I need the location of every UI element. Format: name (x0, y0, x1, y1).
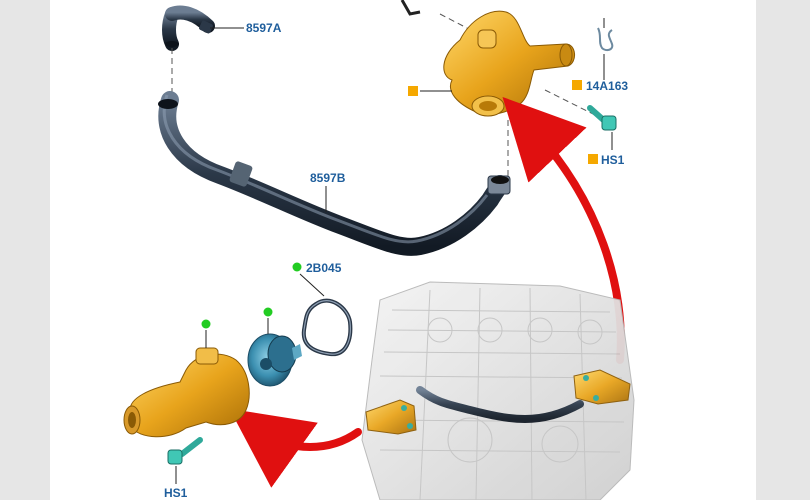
engine-block (361, 281, 635, 500)
outlet-housing-upper (400, 0, 575, 117)
new-part-marker (263, 307, 273, 317)
new-part-marker (292, 262, 302, 272)
new-part-marker (201, 319, 211, 329)
callout-hs1-top: HS1 (601, 153, 625, 167)
thermostat (247, 333, 302, 387)
hose-elbow-8597a (162, 5, 215, 51)
callout-hs1-bottom: HS1 (164, 486, 188, 500)
warning-marker (572, 80, 582, 90)
bolt-hs1-lower (167, 437, 203, 465)
callout-8597a: 8597A (246, 21, 282, 35)
warning-marker (588, 154, 598, 164)
thermostat-housing-lower (123, 347, 250, 438)
gasket-2b045 (301, 298, 353, 357)
callout-8597b: 8597B (310, 171, 346, 185)
bolt-hs1-upper (587, 105, 617, 131)
warning-marker (408, 86, 418, 96)
callout-14a163: 14A163 (586, 79, 628, 93)
callout-2b045: 2B045 (306, 261, 342, 275)
red-arrow-left (229, 408, 362, 488)
retaining-clip-14a163 (597, 18, 614, 52)
